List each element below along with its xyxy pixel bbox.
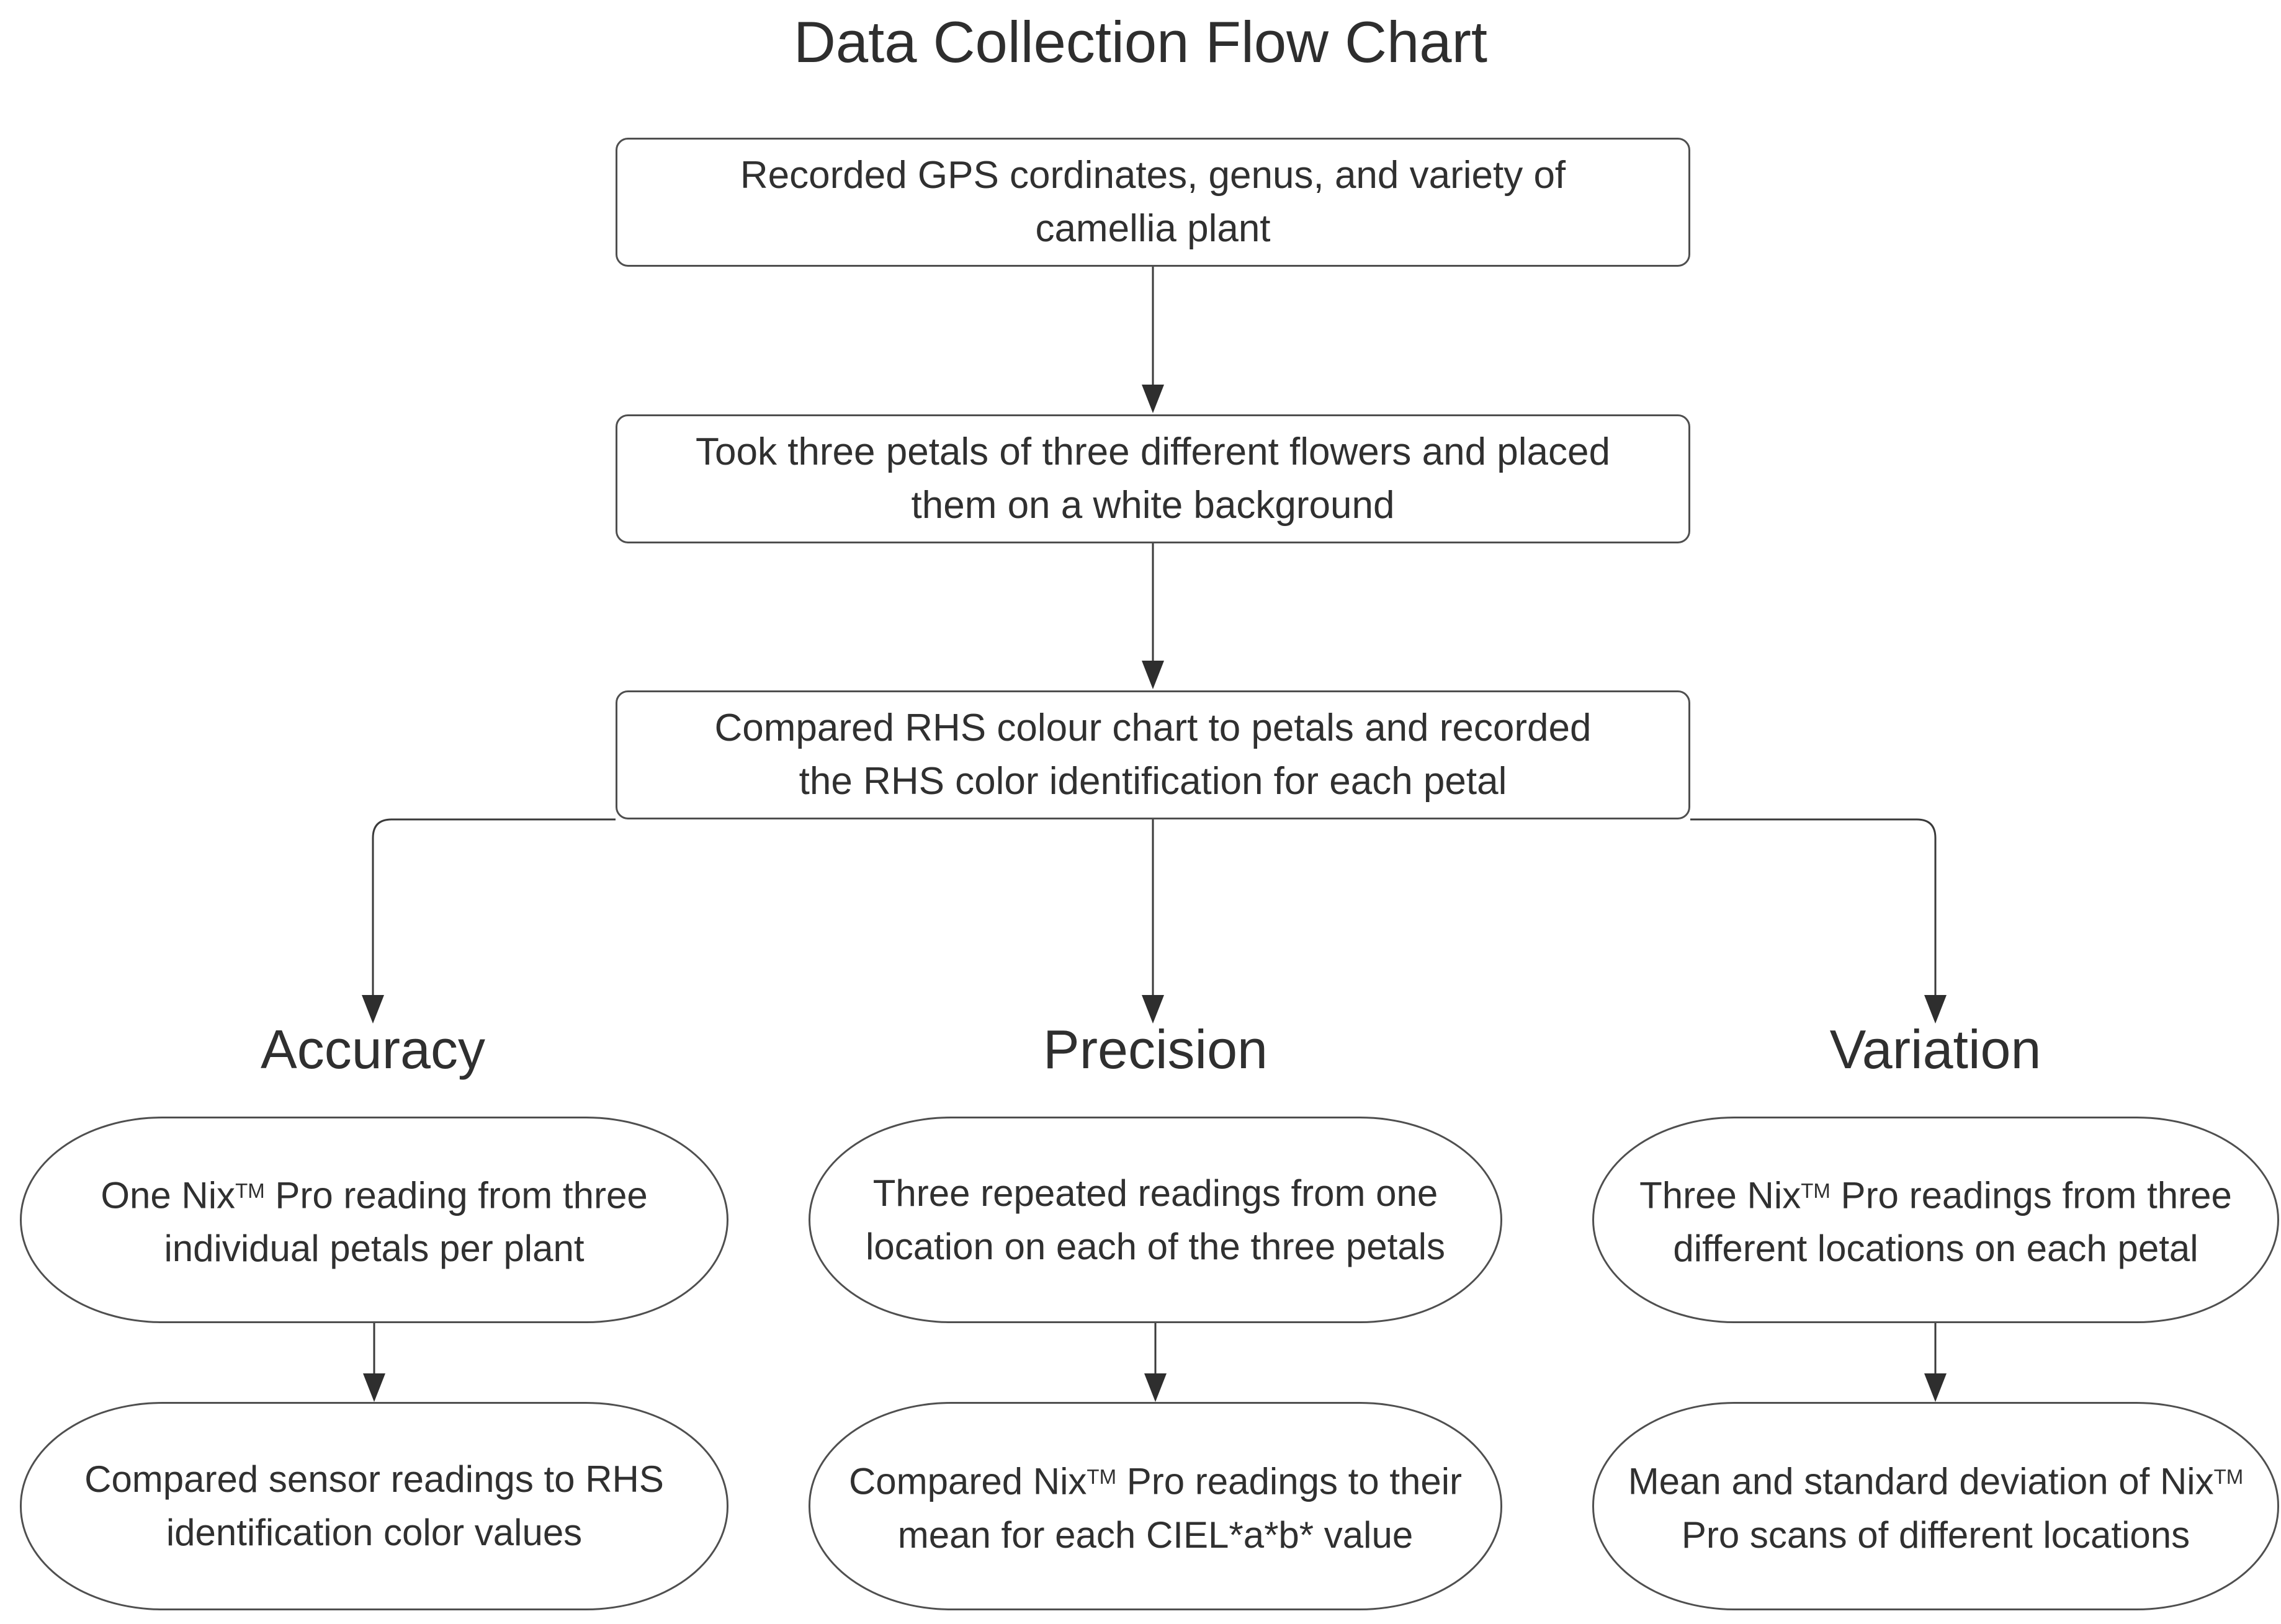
flow-step-take-petals: Took three petals of three different flo… xyxy=(616,414,1690,543)
flow-step-record-gps: Recorded GPS cordinates, genus, and vari… xyxy=(616,138,1690,267)
arrowhead-step1-step2 xyxy=(1142,385,1164,413)
arrowhead-precision-row2 xyxy=(1144,1373,1167,1402)
flow-step-compare-rhs-chart: Compared RHS colour chart to petals and … xyxy=(616,690,1690,819)
branch-label-precision: Precision xyxy=(1043,1019,1268,1080)
branch-label-accuracy: Accuracy xyxy=(261,1019,485,1080)
page-title: Data Collection Flow Chart xyxy=(794,9,1487,74)
arrowhead-variation-row2 xyxy=(1924,1373,1947,1402)
branch-left-line xyxy=(372,818,616,995)
flow-step-compare-rhs-chart-text: Compared RHS colour chart to petals and … xyxy=(714,707,1592,803)
arrowhead-accuracy-row2 xyxy=(363,1373,385,1402)
flow-step-record-gps-text: Recorded GPS cordinates, genus, and vari… xyxy=(740,154,1566,250)
arrowhead-step2-step3 xyxy=(1142,661,1164,689)
branch-label-variation: Variation xyxy=(1829,1019,2041,1080)
branch-right-line xyxy=(1690,818,1937,995)
flow-step-take-petals-text: Took three petals of three different flo… xyxy=(696,431,1610,527)
